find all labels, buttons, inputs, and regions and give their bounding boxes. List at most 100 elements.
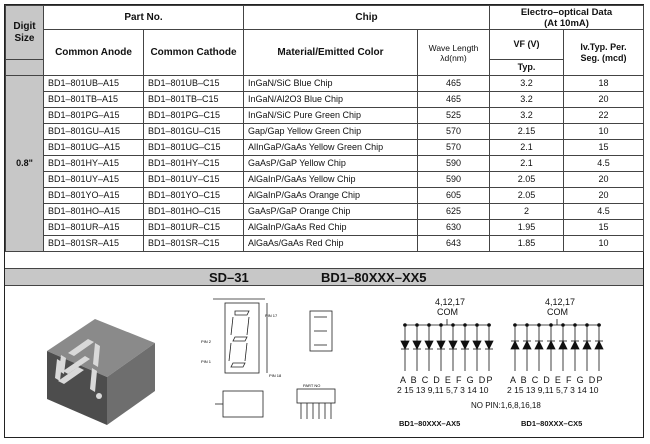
electro-optical-header: Electro–optical Data (At 10mA) bbox=[489, 5, 644, 30]
vf-cell: 2.05 bbox=[489, 187, 564, 204]
common-anode-cell: BD1–801TB–A15 bbox=[43, 91, 144, 108]
common-anode-cell: BD1–801HO–A15 bbox=[43, 203, 144, 220]
iv-cell: 15 bbox=[563, 219, 644, 236]
anode-segment-letters: A B C D E F G DP bbox=[400, 375, 494, 385]
common-cathode-cell: BD1–801UY–C15 bbox=[143, 171, 244, 188]
material-cell: AlGaAs/GaAs Red Chip bbox=[243, 235, 418, 252]
package-label: SD–31 bbox=[209, 270, 249, 285]
cathode-schematic bbox=[510, 319, 604, 371]
common-anode-cell: BD1–801YO–A15 bbox=[43, 187, 144, 204]
common-cathode-cell: BD1–801SR–C15 bbox=[143, 235, 244, 252]
common-cathode-cell: BD1–801UG–C15 bbox=[143, 139, 244, 156]
chip-header: Chip bbox=[243, 5, 490, 30]
anode-part-label: BD1–80XXX–AX5 bbox=[399, 419, 461, 428]
material-cell: InGaN/SiC Blue Chip bbox=[243, 75, 418, 92]
digit-size-spacer bbox=[5, 59, 44, 76]
part-series-label: BD1–80XXX–XX5 bbox=[321, 270, 427, 285]
vf-cell: 1.95 bbox=[489, 219, 564, 236]
vf-cell: 2 bbox=[489, 203, 564, 220]
digit-size-header: Digit Size bbox=[5, 5, 44, 60]
material-cell: AlGaInP/GaAs Red Chip bbox=[243, 219, 418, 236]
vf-typ-header: Typ. bbox=[489, 59, 564, 76]
common-cathode-cell: BD1–801PG–C15 bbox=[143, 107, 244, 124]
common-anode-cell: BD1–801SR–A15 bbox=[43, 235, 144, 252]
iv-cell: 4.5 bbox=[563, 155, 644, 172]
cathode-segment-letters: A B C D E F G DP bbox=[510, 375, 604, 385]
anode-letters-text: A B C D E F G DP bbox=[400, 375, 494, 385]
common-cathode-cell: BD1–801YO–C15 bbox=[143, 187, 244, 204]
anode-pin-numbers: 2 15 13 9,11 5,7 3 14 10 bbox=[397, 385, 489, 395]
vf-cell: 3.2 bbox=[489, 75, 564, 92]
material-header: Material/Emitted Color bbox=[243, 29, 418, 76]
spec-table: Digit Size Part No. Chip Electro–optical… bbox=[5, 5, 644, 252]
material-cell: GaAsP/GaP Orange Chip bbox=[243, 203, 418, 220]
common-cathode-cell: BD1–801HY–C15 bbox=[143, 155, 244, 172]
wave-length-cell: 590 bbox=[417, 155, 490, 172]
diagram-area: PIN 2 PIN 17 PIN 1 PIN 18 PART NO 4,12,1… bbox=[5, 287, 643, 437]
wave-length-cell: 525 bbox=[417, 107, 490, 124]
cathode-part-label: BD1–80XXX–CX5 bbox=[521, 419, 583, 428]
wave-length-cell: 465 bbox=[417, 91, 490, 108]
cathode-letters-text: A B C D E F G DP bbox=[510, 375, 604, 385]
iv-cell: 20 bbox=[563, 171, 644, 188]
common-anode-cell: BD1–801PG–A15 bbox=[43, 107, 144, 124]
material-cell: AlGaInP/GaAs Yellow Chip bbox=[243, 171, 418, 188]
material-cell: InGaN/SiC Pure Green Chip bbox=[243, 107, 418, 124]
common-cathode-cell: BD1–801UB–C15 bbox=[143, 75, 244, 92]
part-no-label: PART NO bbox=[303, 383, 320, 388]
vf-cell: 2.1 bbox=[489, 139, 564, 156]
wave-length-cell: 590 bbox=[417, 171, 490, 188]
common-anode-cell: BD1–801UB–A15 bbox=[43, 75, 144, 92]
wave-length-cell: 630 bbox=[417, 219, 490, 236]
material-cell: AlGaInP/GaAs Orange Chip bbox=[243, 187, 418, 204]
common-cathode-cell: BD1–801HO–C15 bbox=[143, 203, 244, 220]
common-cathode-cell: BD1–801UR–C15 bbox=[143, 219, 244, 236]
iv-cell: 18 bbox=[563, 75, 644, 92]
material-cell: AlInGaP/GaAs Yellow Green Chip bbox=[243, 139, 418, 156]
material-cell: Gap/Gap Yellow Green Chip bbox=[243, 123, 418, 140]
anode-schematic bbox=[400, 319, 494, 371]
iv-cell: 20 bbox=[563, 187, 644, 204]
cathode-pin-numbers: 2 15 13 9,11 5,7 3 14 10 bbox=[507, 385, 599, 395]
vf-cell: 3.2 bbox=[489, 107, 564, 124]
vf-cell: 1.85 bbox=[489, 235, 564, 252]
wave-length-cell: 643 bbox=[417, 235, 490, 252]
iv-cell: 4.5 bbox=[563, 203, 644, 220]
material-cell: InGaN/Al2O3 Blue Chip bbox=[243, 91, 418, 108]
wave-length-cell: 570 bbox=[417, 139, 490, 156]
iv-cell: 10 bbox=[563, 123, 644, 140]
common-anode-cell: BD1–801UR–A15 bbox=[43, 219, 144, 236]
common-cathode-cell: BD1–801GU–C15 bbox=[143, 123, 244, 140]
wave-length-cell: 465 bbox=[417, 75, 490, 92]
common-anode-cell: BD1–801GU–A15 bbox=[43, 123, 144, 140]
vf-cell: 2.15 bbox=[489, 123, 564, 140]
wave-length-header: Wave Length λd(nm) bbox=[417, 29, 490, 76]
common-cathode-header: Common Cathode bbox=[143, 29, 244, 76]
iv-cell: 10 bbox=[563, 235, 644, 252]
electro-optical-subtitle: (At 10mA) bbox=[544, 17, 589, 29]
common-anode-cell: BD1–801HY–A15 bbox=[43, 155, 144, 172]
pin1-label: PIN 1 bbox=[201, 359, 212, 364]
wave-length-title: Wave Length bbox=[428, 42, 479, 53]
cathode-com-label: COM bbox=[547, 307, 568, 317]
display-product-image bbox=[47, 319, 155, 425]
wave-length-unit: λd(nm) bbox=[440, 52, 467, 63]
wave-length-cell: 625 bbox=[417, 203, 490, 220]
digit-size-header-text: Digit Size bbox=[13, 20, 36, 44]
anode-com-pins: 4,12,17 bbox=[435, 297, 466, 307]
part-no-header: Part No. bbox=[43, 5, 244, 30]
vf-cell: 3.2 bbox=[489, 91, 564, 108]
common-cathode-cell: BD1–801TB–C15 bbox=[143, 91, 244, 108]
common-anode-cell: BD1–801UY–A15 bbox=[43, 171, 144, 188]
